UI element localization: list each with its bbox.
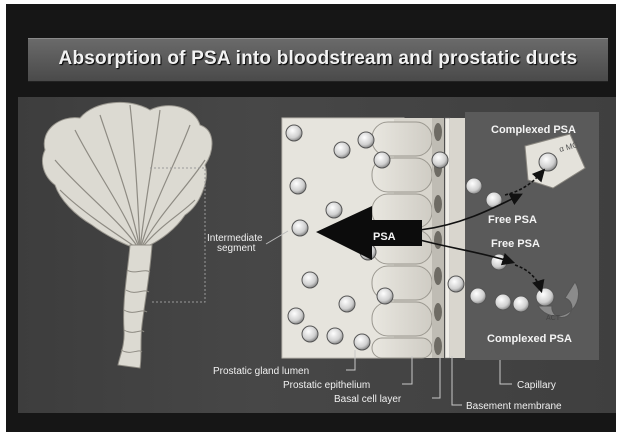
basal-cell-layer-label: Basal cell layer	[334, 394, 402, 405]
complexed-psa-bottom-label: Complexed PSA	[487, 333, 572, 345]
epithelium-label: Prostatic epithelium	[283, 380, 370, 391]
gland-lumen-label: Prostatic gland lumen	[213, 366, 309, 377]
gland-stem	[118, 245, 152, 368]
gland-crown	[42, 102, 211, 250]
basement-membrane-label: Basement membrane	[466, 401, 562, 412]
act-label: ACT	[546, 315, 561, 322]
free-psa-label-1: Free PSA	[488, 214, 537, 226]
intermediate-segment-label-2: segment	[217, 243, 256, 254]
complexed-psa-top-label: Complexed PSA	[491, 124, 576, 136]
stroma	[450, 118, 465, 358]
capillary-label: Capillary	[517, 380, 556, 391]
free-psa-label-2: Free PSA	[491, 238, 540, 250]
prostate-gland-illustration	[42, 102, 211, 368]
psa-arrow-label: PSA	[373, 231, 396, 243]
